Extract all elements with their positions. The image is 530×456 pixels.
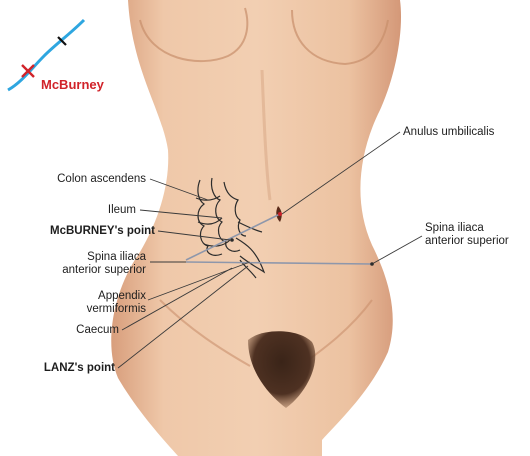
label-ileum: Ileum (107, 204, 136, 216)
reference-lines (185, 213, 373, 265)
label-appendix-2: vermiformis (86, 303, 146, 315)
inset-line (7, 18, 86, 92)
label-mcburney-point: McBURNEY's point (50, 225, 155, 237)
intestine-sketch (195, 177, 266, 279)
inset-cross-icon (21, 64, 35, 78)
mcburney-inset (7, 18, 86, 92)
inset-label: McBurney (41, 77, 104, 92)
leader-lines (117, 131, 423, 369)
mcburney-marker (230, 238, 234, 242)
sternum-shadow (260, 69, 272, 201)
label-colon-ascendens: Colon ascendens (57, 173, 146, 185)
label-lanz-point: LANZ's point (43, 362, 115, 374)
spina-right-marker (370, 262, 374, 266)
groin-left (159, 299, 251, 367)
label-caecum: Caecum (76, 324, 119, 336)
pubic-region (248, 331, 316, 408)
label-spina-right-1: Spina iliaca (425, 222, 484, 234)
label-appendix-1: Appendix (98, 290, 146, 302)
label-spina-left-1: Spina iliaca (87, 251, 146, 263)
label-anulus-umbilicalis: Anulus umbilicalis (403, 126, 495, 138)
breast-left (139, 7, 249, 63)
torso (111, 0, 402, 456)
inset-tick (57, 36, 67, 46)
label-spina-right-2: anterior superior (425, 235, 509, 247)
breast-right (291, 9, 389, 66)
label-spina-left-2: anterior superior (62, 264, 146, 276)
umbilicus-marker (278, 212, 282, 216)
